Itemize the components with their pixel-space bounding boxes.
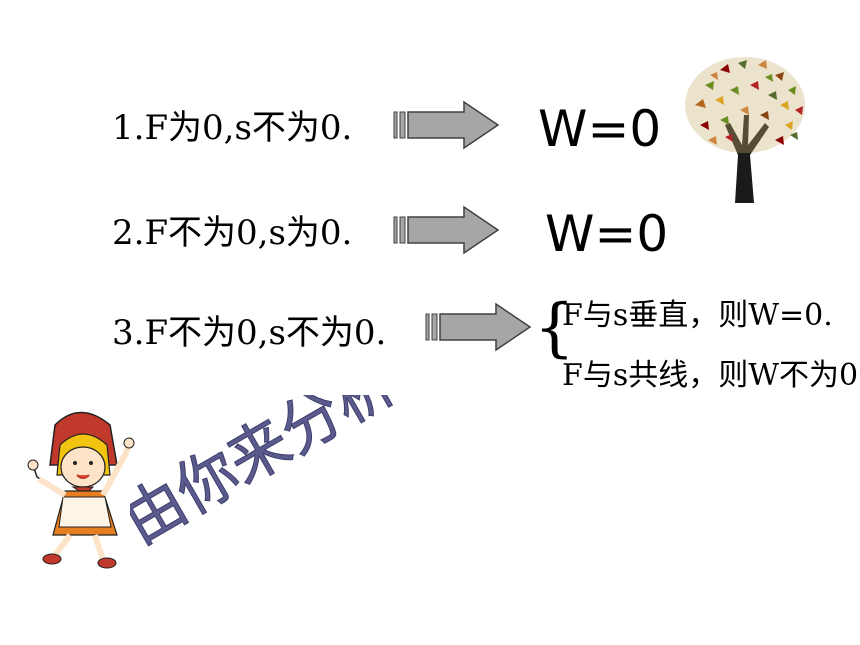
right-arrow-icon [393,205,500,255]
tree-illustration [685,57,805,203]
case-1-text: 1.F为0,s不为0. [112,108,353,148]
right-arrow-icon [393,100,500,150]
girl-character-illustration [27,411,135,569]
condition-perpendicular: F与s垂直，则W=0. [562,298,833,333]
case-2-result: W=0 [545,205,669,263]
case-2-text: 2.F不为0,s为0. [112,213,353,253]
prompt-word-art: 由你来分析 [130,395,408,558]
brace-icon: { [534,291,575,365]
case-3-text: 3.F不为0,s不为0. [112,313,387,353]
condition-collinear: F与s共线，则W不为0. [562,358,860,393]
prompt-text: 由你来分析 [130,395,407,558]
right-arrow-icon [425,302,532,352]
case-1-result: W=0 [538,100,662,158]
